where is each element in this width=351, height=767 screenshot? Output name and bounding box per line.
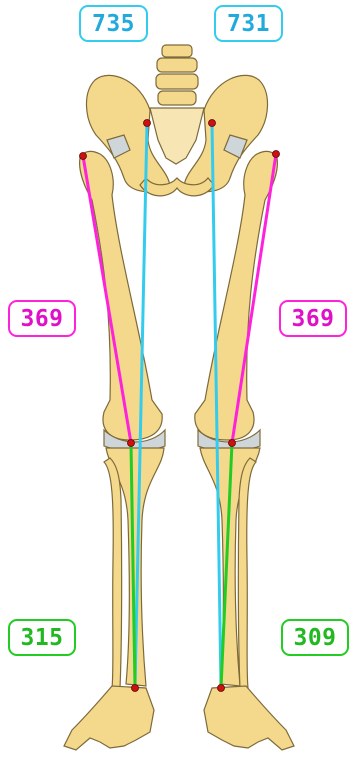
- right-knee-landmark: [229, 440, 236, 447]
- left-trochanter-landmark: [80, 153, 87, 160]
- left-femur-label: 369: [8, 300, 76, 337]
- left-fibula: [104, 458, 122, 688]
- right-femur-label: 369: [279, 300, 347, 337]
- left-knee-landmark: [128, 440, 135, 447]
- right-hip-landmark: [209, 120, 216, 127]
- left-ankle-landmark: [132, 685, 139, 692]
- right-foot: [204, 686, 294, 750]
- right-ankle-landmark: [218, 685, 225, 692]
- right-fibula: [238, 458, 256, 688]
- right-femur: [195, 151, 278, 440]
- left-full-leg-label: 735: [79, 5, 148, 42]
- right-trochanter-landmark: [273, 151, 280, 158]
- left-tibia-label: 315: [8, 619, 76, 656]
- left-hip-landmark: [144, 120, 151, 127]
- left-femur: [80, 151, 163, 440]
- left-foot: [64, 686, 154, 750]
- right-full-leg-label: 731: [214, 5, 283, 42]
- spine: [150, 45, 204, 164]
- right-tibia-label: 309: [281, 619, 349, 656]
